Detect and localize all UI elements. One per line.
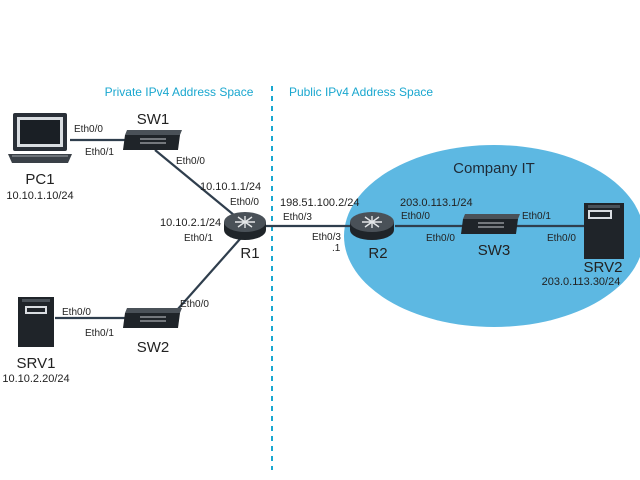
r1-if-right: Eth0/3: [283, 212, 312, 223]
sw2-eth0-1: Eth0/1: [85, 328, 114, 339]
r1-if-left: Eth0/1: [184, 233, 213, 244]
r2-name: R2: [368, 245, 387, 262]
srv1-server-icon[interactable]: [18, 297, 54, 347]
company-it-cloud: [344, 145, 640, 327]
sw3-switch-icon[interactable]: [461, 214, 520, 234]
r1-ip-left: 10.10.2.1/24: [160, 217, 221, 229]
srv1-ip: 10.10.2.20/24: [2, 373, 69, 385]
srv2-server-icon[interactable]: [584, 203, 624, 259]
srv1-eth0-0: Eth0/0: [62, 307, 91, 318]
srv1-name: SRV1: [17, 355, 56, 372]
r1-ip-top: 10.10.1.1/24: [200, 181, 261, 193]
r1-router-icon[interactable]: [224, 212, 266, 240]
sw1-name: SW1: [137, 111, 170, 128]
r2-ip-suffix: .1: [332, 243, 341, 254]
link-sw1-r1: [154, 149, 241, 221]
cloud-label: Company IT: [453, 160, 535, 177]
srv2-ip: 203.0.113.30/24: [542, 276, 621, 288]
sw1-switch-icon[interactable]: [123, 130, 182, 150]
private-zone-label: Private IPv4 Address Space: [105, 85, 254, 99]
sw2-name: SW2: [137, 339, 170, 356]
sw3-eth0-1: Eth0/1: [522, 211, 551, 222]
sw3-name: SW3: [478, 242, 511, 259]
link-r1-sw2: [169, 229, 249, 319]
sw2-eth0-0: Eth0/0: [180, 299, 209, 310]
srv2-name: SRV2: [584, 259, 623, 276]
r2-ip-right: 203.0.113.1/24: [400, 197, 473, 209]
r1-name: R1: [240, 245, 259, 262]
r1-ip-right: 198.51.100.2/24: [280, 197, 360, 209]
sw1-eth0-0: Eth0/0: [176, 156, 205, 167]
links: [55, 138, 590, 320]
sw3-eth0-0: Eth0/0: [426, 233, 455, 244]
pc1-eth0-0: Eth0/0: [74, 124, 103, 135]
sw2-switch-icon[interactable]: [123, 308, 182, 328]
pc1-name: PC1: [25, 171, 54, 188]
sw1-eth0-1: Eth0/1: [85, 147, 114, 158]
srv2-eth0-0: Eth0/0: [547, 233, 576, 244]
r2-if-left: Eth0/3: [312, 232, 341, 243]
r1-if-top: Eth0/0: [230, 197, 259, 208]
r2-if-right: Eth0/0: [401, 211, 430, 222]
r2-router-icon[interactable]: [350, 212, 394, 240]
pc1-ip: 10.10.1.10/24: [6, 190, 73, 202]
public-zone-label: Public IPv4 Address Space: [289, 85, 433, 99]
pc1-laptop-icon[interactable]: [8, 113, 72, 163]
